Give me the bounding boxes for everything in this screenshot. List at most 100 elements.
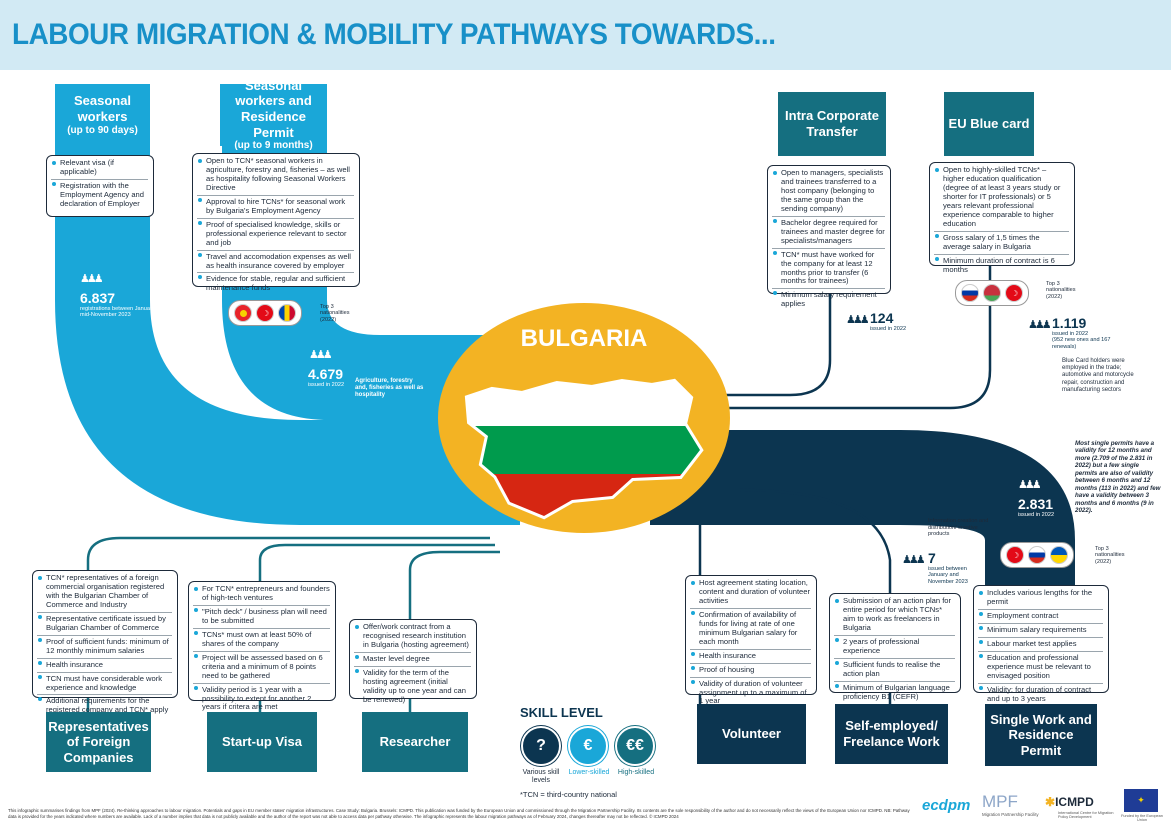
list-item: Approval to hire TCNs* for seasonal work… [197, 194, 354, 216]
flag-moldova-icon [278, 304, 296, 322]
icmpd-logo-sub: International Centre for Migration Polic… [1058, 811, 1114, 820]
box-ict: Open to managers, specialists and traine… [767, 165, 891, 308]
list-item: Open to TCN* seasonal workers in agricul… [197, 156, 354, 193]
list-item: TCN must have considerable work experien… [37, 671, 172, 693]
top3-label: Top 3 nationalities (2022) [1095, 546, 1125, 565]
list-item: TCNs* must own at least 50% of shares of… [193, 627, 330, 649]
icmpd-logo: ✱ICMPD [1045, 795, 1094, 809]
flow-freelance [739, 488, 892, 705]
people-icon: ♟♟♟ [80, 273, 104, 285]
list-item: For TCN* entrepreneurs and founders of h… [193, 584, 330, 603]
tab-researcher: Researcher [362, 712, 468, 772]
list-item: Master level degree [354, 651, 471, 664]
requirement-list: TCN* representatives of a foreign commer… [37, 573, 172, 715]
list-item: Evidence for stable, regular and suffici… [197, 272, 354, 293]
list-item: Validity: for duration of contract and u… [978, 682, 1103, 704]
list-item: Validity period is 1 year with a possibi… [193, 682, 330, 713]
people-icon: ♟♟♟ [1028, 319, 1052, 331]
flags-seasonal-residence: ☽ [228, 300, 302, 326]
footer-text: This infographic summarises findings fro… [8, 808, 910, 819]
list-item: Offer/work contract from a recognised re… [354, 622, 471, 650]
list-item: Registration with the Employment Agency … [51, 178, 148, 209]
list-item: TCN* must have worked for the company fo… [772, 247, 885, 287]
top3-label: Top 3 nationalities (2022) [1046, 281, 1076, 300]
requirement-list: For TCN* entrepreneurs and founders of h… [193, 584, 330, 713]
skill-label-various: Various skill levels [522, 769, 560, 784]
icmpd-star-icon: ✱ [1045, 795, 1056, 809]
question-icon: ? [521, 726, 561, 766]
flags-blue-card: ☽ [955, 280, 1029, 306]
requirement-list: Relevant visa (if applicable)Registratio… [51, 158, 148, 209]
list-item: Employment contract [978, 608, 1103, 621]
tab-representatives: Representatives of Foreign Companies [46, 712, 151, 772]
flag-russia-icon [1028, 546, 1046, 564]
tab-volunteer: Volunteer [697, 704, 806, 764]
list-item: Validity for the term of the hosting agr… [354, 665, 471, 705]
box-freelance: Submission of an action plan for entire … [829, 593, 961, 701]
list-item: Representative certificate issued by Bul… [37, 611, 172, 633]
flow-blue-card [710, 180, 992, 410]
flow-researcher [408, 550, 500, 712]
list-item: 2 years of professional experience [834, 634, 955, 656]
eu-flag-icon: ✦ [1124, 789, 1158, 812]
tab-seasonal-residence: Seasonal workers and Residence Permit (u… [220, 78, 327, 151]
flow-startup [258, 543, 495, 712]
tcn-footnote: *TCN = third-country national [520, 790, 617, 799]
people-icon: ♟♟♟ [846, 314, 870, 326]
flag-turkey-icon: ☽ [256, 304, 274, 322]
list-item: Proof of specialised knowledge, skills o… [197, 217, 354, 248]
requirement-list: Open to TCN* seasonal workers in agricul… [197, 156, 354, 293]
tab-seasonal-workers: Seasonal workers (up to 90 days) [56, 84, 149, 146]
list-item: Education and professional experience mu… [978, 650, 1103, 681]
list-item: Minimum of Bulgarian language proficienc… [834, 680, 955, 702]
list-item: Health insurance [690, 648, 811, 661]
flow-ict [700, 180, 832, 397]
requirement-list: Open to highly-skilled TCNs* – higher ed… [934, 165, 1069, 275]
requirement-list: Host agreement stating location, content… [690, 578, 811, 706]
flag-turkey-icon: ☽ [1006, 546, 1024, 564]
list-item: Proof of sufficient funds: minimum of 12… [37, 634, 172, 656]
flow-representatives [86, 536, 490, 712]
skill-label-lower: Lower-skilled [568, 769, 610, 776]
list-item: Minimum salary requirements [978, 622, 1103, 635]
flag-belarus-icon [983, 284, 1001, 302]
list-item: Confirmation of availability of funds fo… [690, 607, 811, 647]
eu-funded-label: Funded by the European Union [1121, 814, 1163, 822]
requirement-list: Submission of an action plan for entire … [834, 596, 955, 702]
list-item: Project will be assessed based on 6 crit… [193, 650, 330, 681]
box-blue-card: Open to highly-skilled TCNs* – higher ed… [929, 162, 1075, 273]
tab-single-permit: Single Work and Residence Permit [985, 704, 1097, 766]
list-item: Open to managers, specialists and traine… [772, 168, 885, 214]
sector-note-freelance: Information creation and distribution/ c… [928, 518, 989, 538]
tab-intra-corporate-transfer: Intra Corporate Transfer [778, 92, 886, 156]
flags-single-permit: ☽ [1000, 542, 1074, 568]
stat-freelance: 7 issued between January and November 20… [928, 550, 968, 585]
list-item: Travel and accomodation expenses as well… [197, 249, 354, 271]
box-representatives: TCN* representatives of a foreign commer… [32, 570, 178, 714]
flag-russia-icon [961, 284, 979, 302]
stat-single-permit: 2.831 issued in 2022 [1018, 496, 1055, 518]
list-item: Submission of an action plan for entire … [834, 596, 955, 633]
list-item: Minimum duration of contract is 6 months [934, 253, 1069, 275]
flow-single-permit [650, 430, 1075, 585]
flag-north-macedonia-icon [234, 304, 252, 322]
top3-label: Top 3 nationalities (2022) [320, 304, 350, 323]
list-item: Labour market test applies [978, 636, 1103, 649]
sector-note-blue-card: Blue Card holders were employed in the t… [1062, 358, 1134, 393]
stat-seasonal: 6.837 registrations between January and … [80, 290, 166, 319]
list-item: Gross salary of 1,5 times the average sa… [934, 230, 1069, 252]
requirement-list: Open to managers, specialists and traine… [772, 168, 885, 309]
list-item: TCN* representatives of a foreign commer… [37, 573, 172, 610]
skill-label-high: High-skilled [617, 769, 655, 776]
requirement-list: Offer/work contract from a recognised re… [354, 622, 471, 705]
header-band [0, 0, 1171, 70]
list-item: Additional requirements for the register… [37, 694, 172, 715]
skill-level-title: SKILL LEVEL [520, 705, 603, 720]
country-label: BULGARIA [520, 325, 648, 352]
flag-ukraine-icon [1050, 546, 1068, 564]
tab-freelance: Self-employed/ Freelance Work [835, 704, 948, 764]
ecdpm-logo: ecdpm [922, 797, 971, 814]
people-icon: ♟♟♟ [1018, 479, 1042, 491]
stat-seasonal-residence: 4.679 issued in 2022 [308, 366, 345, 388]
